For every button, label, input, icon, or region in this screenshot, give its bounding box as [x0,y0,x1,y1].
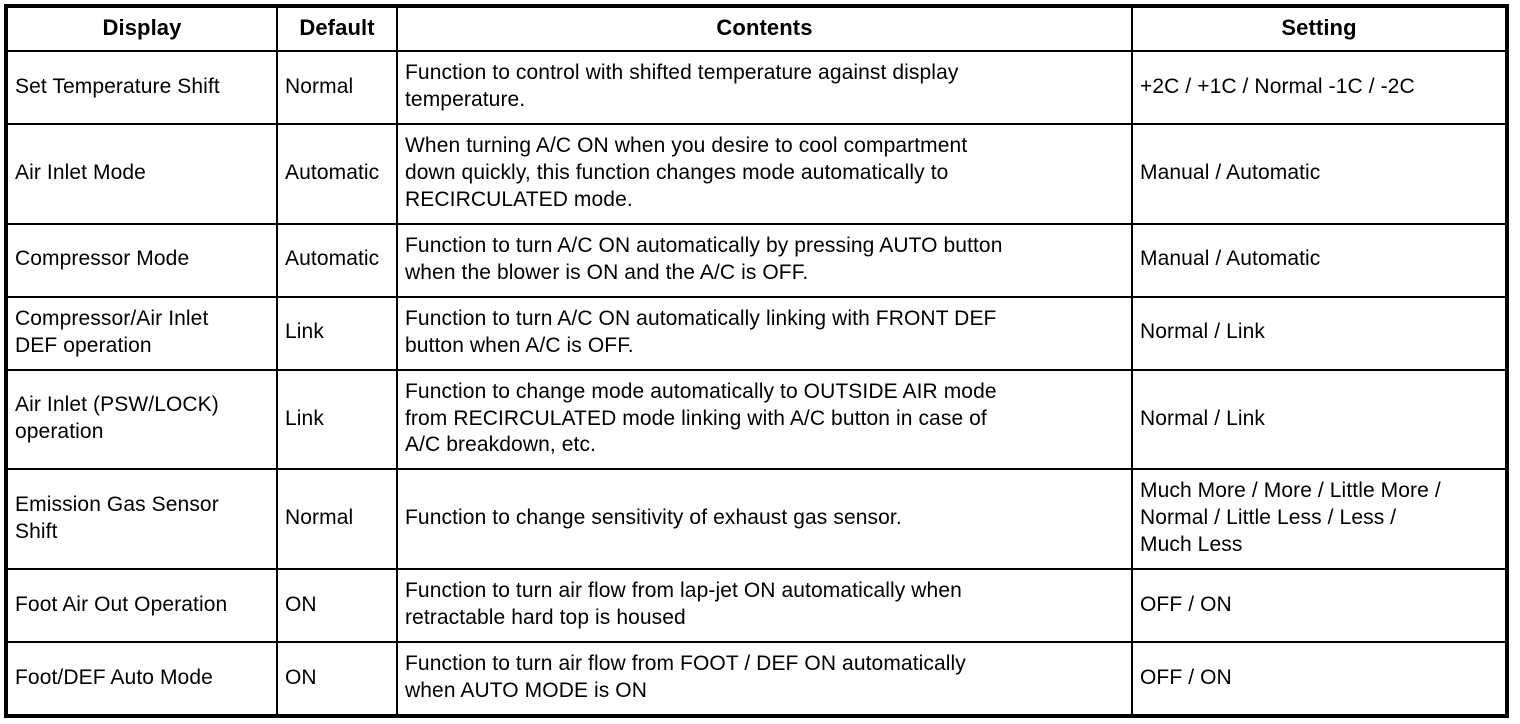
cell-contents: Function to change sensitivity of exhaus… [396,468,1133,570]
cell-contents: Function to change mode automatically to… [396,368,1133,471]
column-header-contents: Contents [396,5,1133,52]
table-row: Air Inlet (PSW/LOCK) operation Link Func… [5,368,1508,471]
cell-setting: OFF / ON [1131,567,1508,643]
column-header-setting: Setting [1131,5,1508,52]
column-header-display: Display [5,5,278,52]
table-row: Air Inlet Mode Automatic When turning A/… [5,122,1508,225]
cell-default: Normal [276,50,398,125]
cell-setting: OFF / ON [1131,640,1508,718]
cell-display: Air Inlet (PSW/LOCK) operation [5,368,278,471]
cell-default: ON [276,640,398,718]
cell-contents: Function to turn air flow from lap-jet O… [396,567,1133,643]
table-row: Foot Air Out Operation ON Function to tu… [5,567,1508,643]
cell-contents: When turning A/C ON when you desire to c… [396,122,1133,225]
cell-default: Link [276,368,398,471]
cell-display: Foot Air Out Operation [5,567,278,643]
cell-contents: Function to turn A/C ON automatically by… [396,222,1133,298]
cell-setting: Normal / Link [1131,295,1508,371]
cell-display: Compressor Mode [5,222,278,298]
table-header-row: Display Default Contents Setting [5,5,1508,52]
table-row: Foot/DEF Auto Mode ON Function to turn a… [5,640,1508,718]
cell-display: Air Inlet Mode [5,122,278,225]
cell-contents: Function to control with shifted tempera… [396,50,1133,125]
cell-setting: +2C / +1C / Normal -1C / -2C [1131,50,1508,125]
cell-default: Automatic [276,122,398,225]
cell-default: Link [276,295,398,371]
table-row: Compressor/Air Inlet DEF operation Link … [5,295,1508,371]
column-header-default: Default [276,5,398,52]
cell-contents: Function to turn air flow from FOOT / DE… [396,640,1133,718]
cell-default: Automatic [276,222,398,298]
cell-display: Compressor/Air Inlet DEF operation [5,295,278,371]
table-header: Display Default Contents Setting [5,5,1508,52]
cell-contents: Function to turn A/C ON automatically li… [396,295,1133,371]
cell-display: Set Temperature Shift [5,50,278,125]
cell-setting: Much More / More / Little More / Normal … [1131,468,1508,570]
cell-setting: Manual / Automatic [1131,222,1508,298]
cell-display: Foot/DEF Auto Mode [5,640,278,718]
table-row: Emission Gas Sensor Shift Normal Functio… [5,468,1508,570]
table-row: Compressor Mode Automatic Function to tu… [5,222,1508,298]
climate-control-settings-table: Display Default Contents Setting Set Tem… [4,4,1509,718]
cell-setting: Manual / Automatic [1131,122,1508,225]
table-body: Set Temperature Shift Normal Function to… [5,50,1508,718]
cell-setting: Normal / Link [1131,368,1508,471]
table-row: Set Temperature Shift Normal Function to… [5,50,1508,125]
cell-default: ON [276,567,398,643]
cell-display: Emission Gas Sensor Shift [5,468,278,570]
cell-default: Normal [276,468,398,570]
